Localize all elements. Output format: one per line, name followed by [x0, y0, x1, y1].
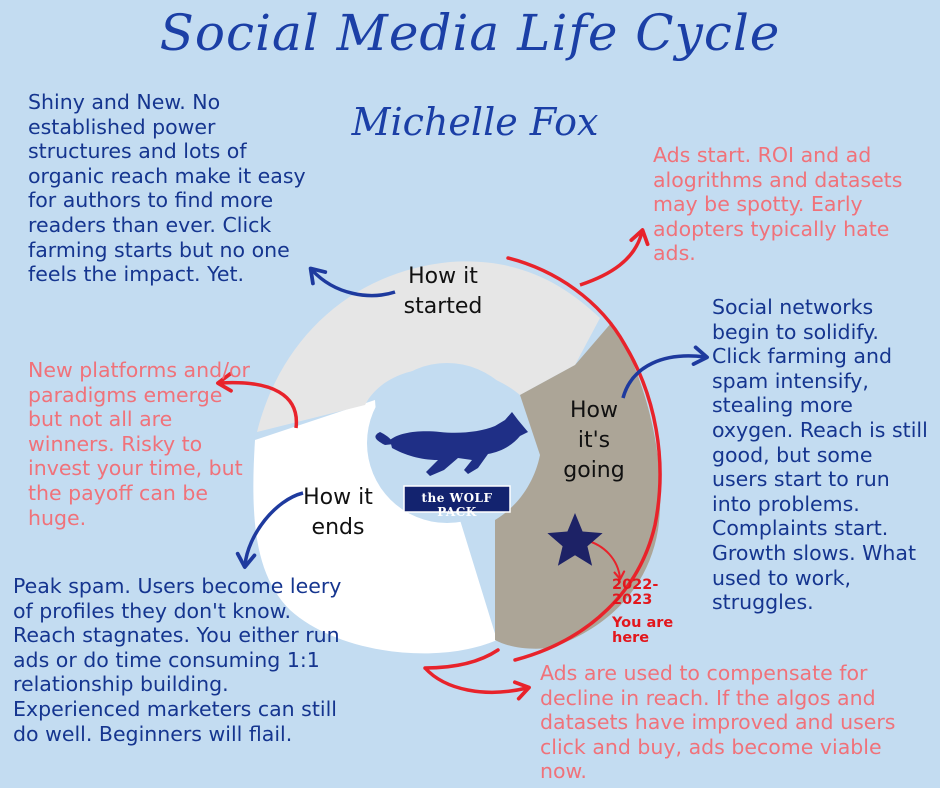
stage-label-ends: How it ends	[303, 485, 373, 540]
arrow-to-peak-spam	[235, 491, 304, 569]
arrow-to-new-platforms	[216, 372, 299, 429]
arrow-to-shiny	[308, 266, 396, 298]
stage-label-started: How it started	[403, 264, 483, 319]
note-ads-start: Ads start. ROI and ad alogrithms and dat…	[653, 143, 903, 266]
segment-how-it-started	[257, 261, 600, 432]
author-name: Michelle Fox	[351, 100, 599, 144]
wolf-pack-logo: the WOLF PACK	[421, 491, 493, 519]
segment-how-it-ends	[253, 400, 497, 654]
page-title: Social Media Life Cycle	[159, 4, 781, 62]
you-are-here-label: You are here	[612, 615, 674, 646]
note-new-platforms: New platforms and/or paradigms emerge bu…	[28, 358, 250, 530]
segment-how-its-going	[495, 322, 661, 649]
arrow-to-solidify	[621, 345, 709, 399]
note-shiny-and-new: Shiny and New. No established power stru…	[28, 90, 306, 287]
note-networks-solidify: Social networks begin to solidify. Click…	[712, 295, 928, 615]
year-label: 2022-2023	[612, 577, 659, 608]
logo-box	[403, 485, 511, 513]
star-icon	[547, 513, 603, 566]
arrow-to-ads-viable	[423, 666, 531, 701]
stage-label-going: How it's going	[563, 398, 625, 483]
note-ads-viable: Ads are used to compensate for decline i…	[540, 661, 896, 784]
wolf-icon	[375, 412, 528, 476]
arrow-to-ads-start	[579, 228, 650, 287]
big-red-arc-arrow	[506, 256, 662, 662]
note-peak-spam: Peak spam. Users become leery of profile…	[13, 574, 342, 746]
